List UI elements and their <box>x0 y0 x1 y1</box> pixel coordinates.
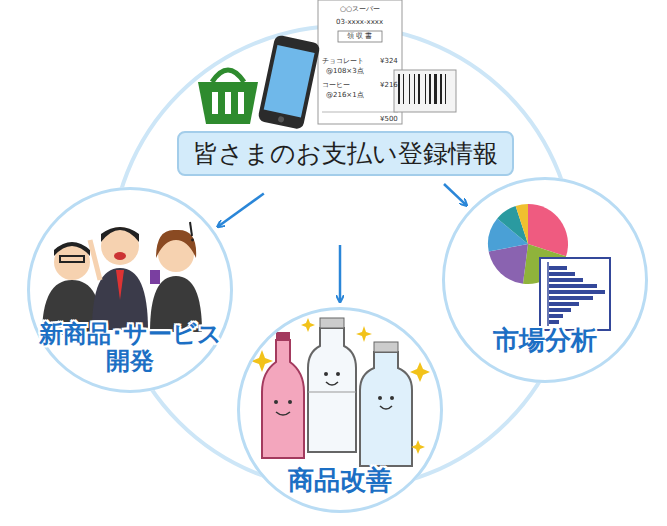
category-circle: 市場分析 <box>442 177 648 383</box>
bottles-illustration <box>251 318 430 466</box>
phone-icon <box>257 34 320 130</box>
basket-icon <box>198 70 258 124</box>
receipt-text: チョコレート <box>322 58 364 65</box>
banner-text: 皆さまのお支払い登録情報 <box>193 137 498 170</box>
flow-arrow <box>339 245 342 301</box>
receipt-text: 領 収 書 <box>347 33 372 40</box>
receipt-text: 03-xxxx-xxxx <box>336 19 383 26</box>
receipt-text: ○○スーパー <box>340 6 380 13</box>
chart-illustration <box>488 204 610 330</box>
barcode-icon <box>394 70 456 112</box>
circle-label: 市場分析 <box>455 326 635 356</box>
flow-arrow <box>444 184 466 205</box>
receipt-text: コーヒー <box>322 82 350 89</box>
category-circle: 商品改善 <box>237 307 443 513</box>
circle-label: 商品改善 <box>250 466 430 496</box>
receipt-text: ¥216 <box>380 82 398 89</box>
category-circle: 新商品･サービス 開発 <box>27 187 233 393</box>
circle-label: 新商品･サービス 開発 <box>23 321 237 376</box>
receipt-text: ¥500 <box>380 116 398 123</box>
people-illustration <box>42 222 202 335</box>
flow-arrow <box>218 193 263 226</box>
receipt-text: @216×1点 <box>326 92 364 99</box>
receipt-icon <box>318 0 402 124</box>
receipt-text: @108×3点 <box>326 68 364 75</box>
receipt-text: ¥324 <box>380 58 398 65</box>
info-banner: 皆さまのお支払い登録情報 <box>177 131 514 176</box>
